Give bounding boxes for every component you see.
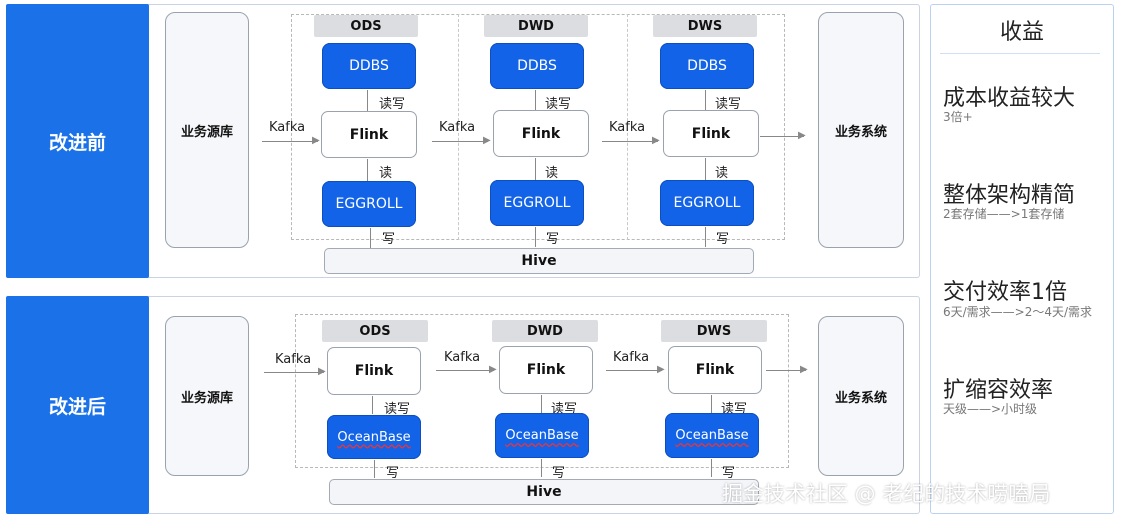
after-label: 改进后: [6, 296, 149, 514]
before-ods-eggroll: EGGROLL: [322, 181, 416, 227]
before-dwd-write-label: 写: [546, 232, 560, 247]
before-kafka-arrow-3: [602, 141, 658, 142]
before-dws-rw-label: 读写: [715, 97, 742, 112]
benefit-sub-2: 2套存储——>1套存储: [943, 207, 1065, 221]
after-dws-flink: Flink: [668, 346, 762, 394]
before-kafka-label-1: Kafka: [269, 120, 306, 135]
after-ods-rw-label: 读写: [384, 402, 411, 417]
after-out-arrow: [766, 370, 806, 371]
benefits-panel: [930, 4, 1114, 514]
after-dwd-flink: Flink: [499, 346, 593, 394]
after-target-system: 业务系统: [818, 316, 904, 476]
after-dws-write-line: [711, 459, 712, 477]
before-dws-read-label: 读: [715, 166, 729, 181]
before-arrowhead-2: ▶: [483, 135, 491, 146]
before-layer-ods-header: ODS: [314, 15, 418, 37]
before-hive: Hive: [324, 248, 754, 274]
before-dwd-eggroll: EGGROLL: [490, 180, 584, 226]
after-dws-rw-line: [711, 395, 712, 413]
before-divider-2: [627, 14, 628, 240]
before-dws-rw-line: [705, 90, 706, 110]
before-kafka-label-3: Kafka: [609, 120, 646, 135]
before-dws-read-line: [705, 158, 706, 180]
before-kafka-label-2: Kafka: [439, 120, 476, 135]
before-dwd-write-line: [535, 227, 536, 247]
after-ods-write-line: [374, 460, 375, 478]
before-ods-rw-label: 读写: [379, 97, 406, 112]
after-kafka-arrow-2: [436, 370, 494, 371]
before-layer-dws-header: DWS: [653, 15, 757, 37]
before-dwd-flink: Flink: [493, 110, 589, 157]
after-dwd-rw-line: [541, 395, 542, 413]
after-dws-oceanbase-label: OceanBase: [675, 428, 749, 443]
before-ods-rw-line: [367, 90, 368, 112]
benefit-title-2: 整体架构精简: [943, 183, 1076, 208]
before-dws-ddbs: DDBS: [660, 43, 754, 89]
after-kafka-arrow-3: [606, 370, 662, 371]
before-out-arrowhead: ▶: [798, 130, 806, 141]
watermark-text: 掘金技术社区 @ 老纪的技术唠嗑局: [722, 482, 1051, 506]
after-ods-write-label: 写: [386, 466, 400, 481]
before-dws-write-label: 写: [716, 232, 730, 247]
before-layer-dwd-header: DWD: [484, 15, 588, 37]
benefit-sub-3: 6天/需求——>2～4天/需求: [943, 305, 1093, 319]
after-dws-oceanbase: OceanBase: [665, 413, 759, 458]
before-ods-read-line: [367, 159, 368, 181]
before-ods-ddbs: DDBS: [322, 43, 416, 89]
after-hive: Hive: [329, 479, 759, 505]
benefit-title-4: 扩缩容效率: [943, 378, 1054, 403]
after-dwd-write-label: 写: [552, 466, 566, 481]
after-ods-flink: Flink: [327, 347, 421, 395]
after-dwd-oceanbase-label: OceanBase: [505, 428, 579, 443]
after-dwd-oceanbase: OceanBase: [495, 413, 589, 458]
benefit-title-1: 成本收益较大: [943, 86, 1076, 111]
after-arrowhead-1: ▶: [318, 366, 326, 377]
before-dwd-ddbs: DDBS: [490, 43, 584, 89]
benefit-sub-1: 3倍+: [943, 110, 973, 124]
after-arrowhead-3: ▶: [657, 364, 665, 375]
benefit-sub-4: 天级——>小时级: [943, 402, 1038, 416]
after-kafka-label-3: Kafka: [613, 350, 650, 365]
after-kafka-label-1: Kafka: [275, 352, 312, 367]
before-source-db: 业务源库: [165, 12, 249, 248]
after-ods-rw-line: [372, 396, 373, 414]
before-dashed-region: [291, 14, 785, 240]
benefits-title-underline: [940, 53, 1100, 54]
after-out-arrowhead: ▶: [800, 364, 808, 375]
before-ods-flink: Flink: [321, 111, 417, 158]
after-ods-oceanbase-label: OceanBase: [337, 429, 411, 445]
before-kafka-arrow-1: [262, 141, 318, 142]
after-source-db: 业务源库: [165, 316, 249, 476]
before-dws-eggroll: EGGROLL: [660, 180, 754, 226]
before-ods-write-line: [370, 228, 371, 248]
after-layer-ods-header: ODS: [322, 320, 428, 342]
after-layer-dws-header: DWS: [661, 320, 767, 342]
before-dws-flink: Flink: [663, 110, 759, 157]
before-ods-write-label: 写: [382, 232, 396, 247]
before-arrowhead-1: ▶: [312, 135, 320, 146]
before-ods-read-label: 读: [379, 166, 393, 181]
after-kafka-arrow-1: [264, 372, 324, 373]
before-dwd-rw-label: 读写: [545, 97, 572, 112]
before-dwd-read-line: [535, 158, 536, 180]
before-kafka-arrow-2: [432, 141, 488, 142]
after-dwd-write-line: [541, 459, 542, 477]
before-divider-1: [458, 14, 459, 240]
after-ods-oceanbase: OceanBase: [327, 415, 421, 459]
before-dwd-rw-line: [535, 90, 536, 110]
before-label: 改进前: [6, 4, 149, 278]
before-dws-write-line: [705, 227, 706, 247]
after-panel: [6, 296, 920, 514]
before-target-system: 业务系统: [818, 12, 904, 248]
before-arrowhead-3: ▶: [652, 135, 660, 146]
before-out-arrow: [760, 136, 804, 137]
benefit-title-3: 交付效率1倍: [943, 280, 1067, 305]
after-arrowhead-2: ▶: [489, 364, 497, 375]
after-kafka-label-2: Kafka: [444, 350, 481, 365]
after-dws-write-label: 写: [722, 466, 736, 481]
before-dwd-read-label: 读: [545, 166, 559, 181]
after-dashed-region: [295, 314, 789, 468]
after-layer-dwd-header: DWD: [492, 320, 598, 342]
benefits-title: 收益: [999, 20, 1044, 45]
